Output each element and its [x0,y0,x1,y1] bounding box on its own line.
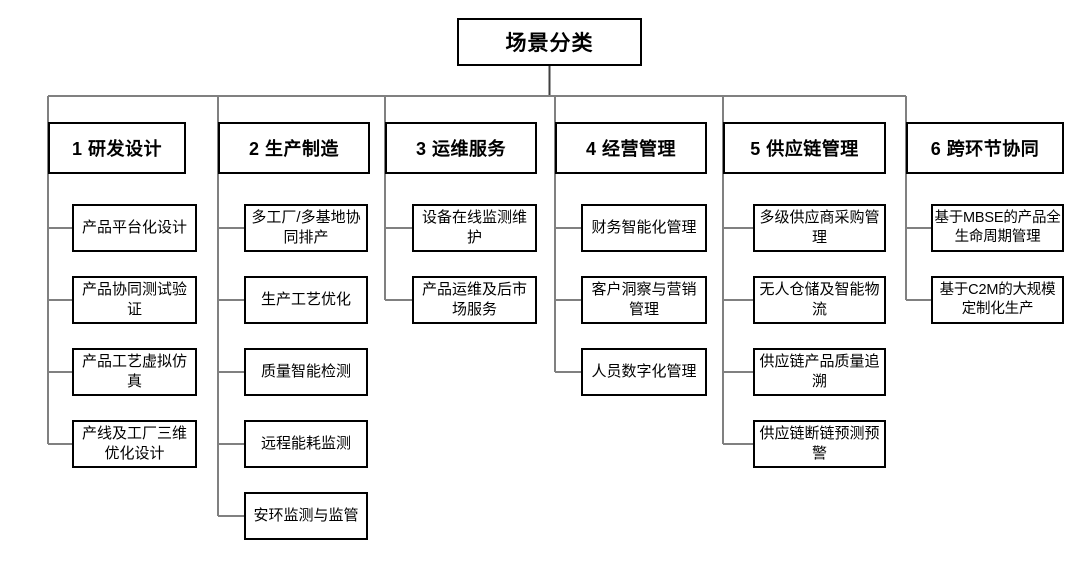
cat-3-label: 3 运维服务 [415,139,506,159]
cat-2-leaf-1[interactable]: 多工厂/多基地协同排产 [244,204,368,252]
cat-1-label: 1 研发设计 [71,139,162,159]
cat-6-leaf-2-label: 基于C2M的大规模定制化生产 [939,281,1056,317]
cat-5-leaf-2-label: 无人仓储及智能物流 [759,281,880,318]
cat-2-leaf-5-label: 安环监测与监管 [253,507,359,525]
cat-4-label: 4 经营管理 [585,139,676,159]
cat-1[interactable]: 1 研发设计 [48,122,186,174]
cat-4-leaf-3[interactable]: 人员数字化管理 [581,348,707,396]
cat-3-leaf-2[interactable]: 产品运维及后市场服务 [412,276,537,324]
cat-2-leaf-4-label: 远程能耗监测 [260,435,351,453]
cat-2-leaf-3-label: 质量智能检测 [260,363,351,381]
cat-5-leaf-4[interactable]: 供应链断链预测预警 [753,420,886,468]
cat-1-leaf-2-label: 产品协同测试验证 [81,281,187,318]
cat-4-leaf-3-label: 人员数字化管理 [591,363,697,381]
cat-1-leaf-3[interactable]: 产品工艺虚拟仿真 [72,348,197,396]
cat-6[interactable]: 6 跨环节协同 [906,122,1064,174]
cat-1-leaf-1-label: 产品平台化设计 [81,219,187,237]
cat-5-leaf-3[interactable]: 供应链产品质量追溯 [753,348,886,396]
cat-1-leaf-3-label: 产品工艺虚拟仿真 [81,353,187,390]
cat-1-leaf-4[interactable]: 产线及工厂三维优化设计 [72,420,197,468]
cat-6-leaf-1-label: 基于MBSE的产品全生命周期管理 [934,209,1061,245]
cat-5-leaf-1-label: 多级供应商采购管理 [759,209,880,246]
cat-6-leaf-2[interactable]: 基于C2M的大规模定制化生产 [931,276,1064,324]
cat-5-leaf-1[interactable]: 多级供应商采购管理 [753,204,886,252]
cat-5-label: 5 供应链管理 [750,139,859,159]
cat-2-leaf-3[interactable]: 质量智能检测 [244,348,368,396]
cat-1-leaf-2[interactable]: 产品协同测试验证 [72,276,197,324]
cat-2-label: 2 生产制造 [248,139,339,159]
cat-2-leaf-5[interactable]: 安环监测与监管 [244,492,368,540]
cat-5-leaf-2[interactable]: 无人仓储及智能物流 [753,276,886,324]
cat-1-leaf-1[interactable]: 产品平台化设计 [72,204,197,252]
cat-4[interactable]: 4 经营管理 [555,122,707,174]
cat-3-leaf-2-label: 产品运维及后市场服务 [421,281,527,318]
cat-2[interactable]: 2 生产制造 [218,122,370,174]
cat-5-leaf-4-label: 供应链断链预测预警 [759,425,880,462]
cat-2-leaf-2[interactable]: 生产工艺优化 [244,276,368,324]
cat-4-leaf-2[interactable]: 客户洞察与营销管理 [581,276,707,324]
cat-4-leaf-1-label: 财务智能化管理 [591,219,697,237]
cat-2-leaf-1-label: 多工厂/多基地协同排产 [251,209,361,246]
cat-3-leaf-1[interactable]: 设备在线监测维护 [412,204,537,252]
cat-3-leaf-1-label: 设备在线监测维护 [421,209,527,246]
cat-4-leaf-2-label: 客户洞察与营销管理 [591,281,697,318]
root-node-label: 场景分类 [505,32,594,55]
cat-5[interactable]: 5 供应链管理 [723,122,886,174]
cat-2-leaf-2-label: 生产工艺优化 [260,291,351,309]
cat-5-leaf-3-label: 供应链产品质量追溯 [759,353,880,390]
cat-2-leaf-4[interactable]: 远程能耗监测 [244,420,368,468]
cat-3[interactable]: 3 运维服务 [385,122,537,174]
root-node[interactable]: 场景分类 [457,18,642,66]
cat-4-leaf-1[interactable]: 财务智能化管理 [581,204,707,252]
cat-1-leaf-4-label: 产线及工厂三维优化设计 [81,425,187,462]
cat-6-label: 6 跨环节协同 [930,139,1040,159]
cat-6-leaf-1[interactable]: 基于MBSE的产品全生命周期管理 [931,204,1064,252]
